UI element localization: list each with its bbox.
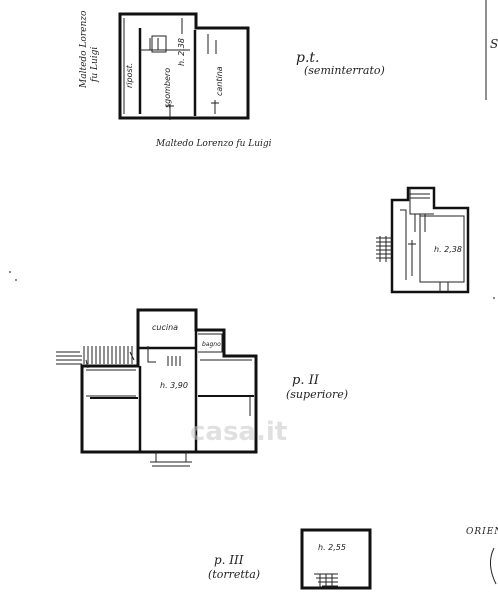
upper-level-label: p. II (292, 373, 320, 388)
edge-text-orientation: ORIEN (466, 527, 498, 537)
basement-neighbor-side-2: fu Luigi (90, 47, 100, 83)
stair-block-plan: h. 2,38 (376, 186, 470, 294)
basement-height: h. 2,38 (177, 38, 186, 66)
turret-level-label: p. III (214, 553, 244, 567)
basement-level-name: (seminterrato) (304, 64, 385, 77)
upper-height: h. 3,90 (160, 381, 188, 390)
upper-room-bathroom: bagno (202, 341, 221, 348)
edge-text-right-top: S (490, 37, 498, 51)
basement-room-sgombero: sgombero (163, 68, 172, 108)
upper-level-name: (superiore) (286, 388, 348, 401)
basement-level-label: p.t. (296, 50, 320, 66)
casa-it-watermark: casa.it (190, 417, 287, 447)
turret-height: h. 2,55 (318, 543, 346, 552)
upper-room-kitchen: cucina (152, 323, 178, 332)
basement-room-cantina: cantina (215, 66, 224, 96)
basement-neighbor-side-1: Maltedo Lorenzo (79, 10, 89, 89)
turret-plan: h. 2,55 (300, 528, 372, 590)
basement-neighbor-bottom: Maltedo Lorenzo fu Luigi (155, 139, 272, 149)
upper-floor-plan: cucina bagno h. 3,90 (56, 308, 258, 467)
stair-block-height: h. 2,38 (434, 245, 462, 254)
basement-plan: ripost. sgombero h. 2,38 cantina Maltedo… (79, 10, 272, 149)
basement-room-ripostiglio: ripost. (125, 63, 134, 88)
turret-level-name: (torretta) (208, 568, 260, 581)
